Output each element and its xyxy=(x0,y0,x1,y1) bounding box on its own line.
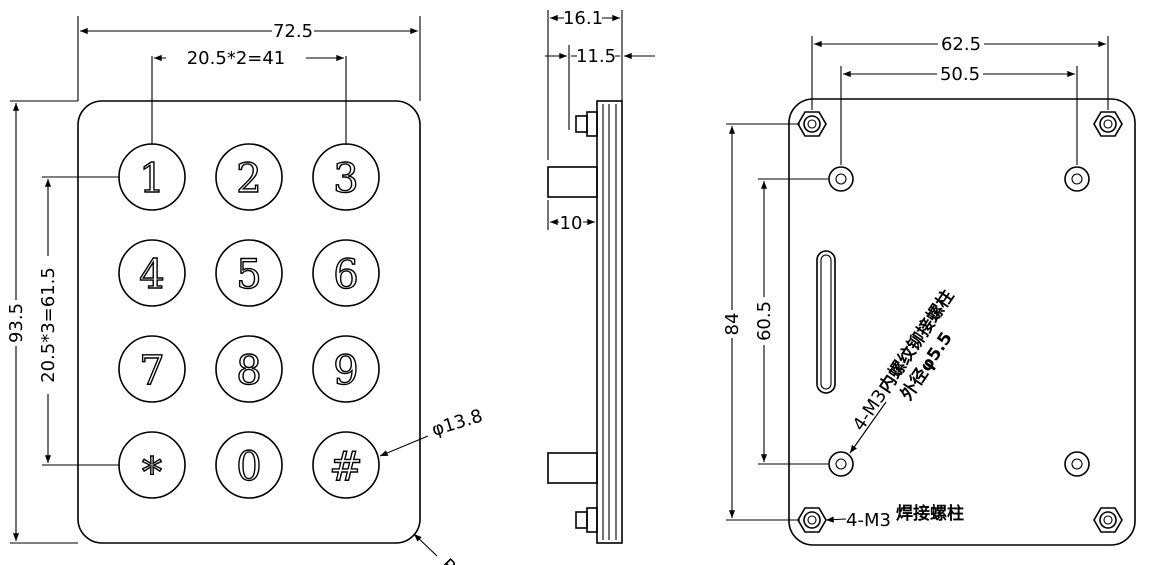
key-hash: # xyxy=(312,431,380,499)
side-view: 16.1 11.5 10 xyxy=(545,7,655,544)
inner-span-h-label: 50.5 xyxy=(940,64,980,85)
key-9: 9 xyxy=(312,335,380,403)
key-diameter-label: φ13.8 xyxy=(429,406,485,441)
label-bg xyxy=(559,212,583,232)
key-1: 1 xyxy=(118,143,186,211)
key-label: 7 xyxy=(139,348,164,394)
key-profile-bottom xyxy=(547,452,598,484)
outer-stud-prefix: 4-M3 xyxy=(846,510,891,531)
stud-top-tip xyxy=(575,115,588,133)
riveted-stud-tr xyxy=(1064,166,1090,192)
outer-stud-note: 焊接螺柱 xyxy=(896,503,964,524)
label-bg xyxy=(937,64,983,84)
key-label: 3 xyxy=(333,156,358,202)
cable-slot-inner xyxy=(820,254,832,390)
key-6: 6 xyxy=(312,239,380,307)
welded-stud-tr xyxy=(1093,111,1123,137)
key-label: 8 xyxy=(236,348,261,394)
key-label: 6 xyxy=(333,252,358,298)
key-label: # xyxy=(329,444,363,490)
key-label: * xyxy=(142,450,162,496)
label-bg xyxy=(938,33,984,53)
inner-stud-leader xyxy=(849,401,887,454)
label-bg xyxy=(166,47,306,67)
key-label: 5 xyxy=(236,252,261,298)
key-profile-top xyxy=(547,166,598,198)
key-label: 1 xyxy=(139,156,164,202)
key-0: 0 xyxy=(215,431,283,499)
inner-stud-note: 4-M3 内螺纹铆接螺柱 外径φ5.5 xyxy=(849,286,959,435)
key-7: 7 xyxy=(118,335,186,403)
inner-stud-note-a: 4-M3 xyxy=(849,386,892,435)
key-8: 8 xyxy=(215,335,283,403)
key-5: 5 xyxy=(215,239,283,307)
width-dimension-label: 72.5 xyxy=(273,21,313,42)
depth-plate-label: 11.5 xyxy=(576,46,616,67)
key-pitch-h-label: 20.5*2=41 xyxy=(187,48,286,69)
rear-plate-outline xyxy=(788,98,1136,546)
depth-key-label: 10 xyxy=(560,213,583,234)
stud-bottom-head xyxy=(586,507,598,533)
outer-span-v-label: 84 xyxy=(722,313,743,336)
diameter-leader xyxy=(379,435,429,457)
front-view: 72.5 20.5*2=41 93.5 20.5*3=61.5 1 2 3 4 … xyxy=(6,16,485,565)
label-bg xyxy=(272,20,314,40)
inner-span-v-label: 60.5 xyxy=(754,301,775,341)
key-3: 3 xyxy=(312,143,380,211)
riveted-stud-tl xyxy=(828,166,854,192)
welded-stud-br xyxy=(1093,507,1123,533)
plate xyxy=(596,100,623,544)
welded-stud-tl xyxy=(797,111,827,137)
label-bg xyxy=(564,7,602,27)
stud-bottom-tip xyxy=(575,511,588,529)
key-star: * xyxy=(118,431,186,499)
label-bg xyxy=(6,300,26,346)
label-bg xyxy=(38,256,58,394)
riveted-stud-bl xyxy=(828,451,854,477)
rear-view: 62.5 50.5 84 60.5 4-M3 内螺纹铆接螺柱 外径φ5.5 4-… xyxy=(722,33,1136,546)
radius-leader xyxy=(413,533,438,557)
key-pitch-v-label: 20.5*3=61.5 xyxy=(38,267,59,383)
key-label: 2 xyxy=(236,156,261,202)
key-4: 4 xyxy=(118,239,186,307)
keypad-outline xyxy=(77,100,421,544)
stud-top-head xyxy=(586,111,598,137)
depth-total-label: 16.1 xyxy=(563,8,603,29)
key-label: 4 xyxy=(139,252,164,298)
height-dimension-label: 93.5 xyxy=(6,303,27,343)
key-label: 9 xyxy=(333,348,358,394)
cable-slot-outer xyxy=(816,250,836,394)
welded-stud-bl xyxy=(797,507,827,533)
key-label: 0 xyxy=(236,444,261,490)
radius-label: R xyxy=(436,555,460,565)
label-bg xyxy=(754,297,774,345)
label-bg xyxy=(577,45,615,65)
outer-stud-leader xyxy=(825,516,847,523)
key-2: 2 xyxy=(215,143,283,211)
outer-span-h-label: 62.5 xyxy=(941,34,981,55)
riveted-stud-br xyxy=(1064,451,1090,477)
label-bg xyxy=(722,310,742,338)
